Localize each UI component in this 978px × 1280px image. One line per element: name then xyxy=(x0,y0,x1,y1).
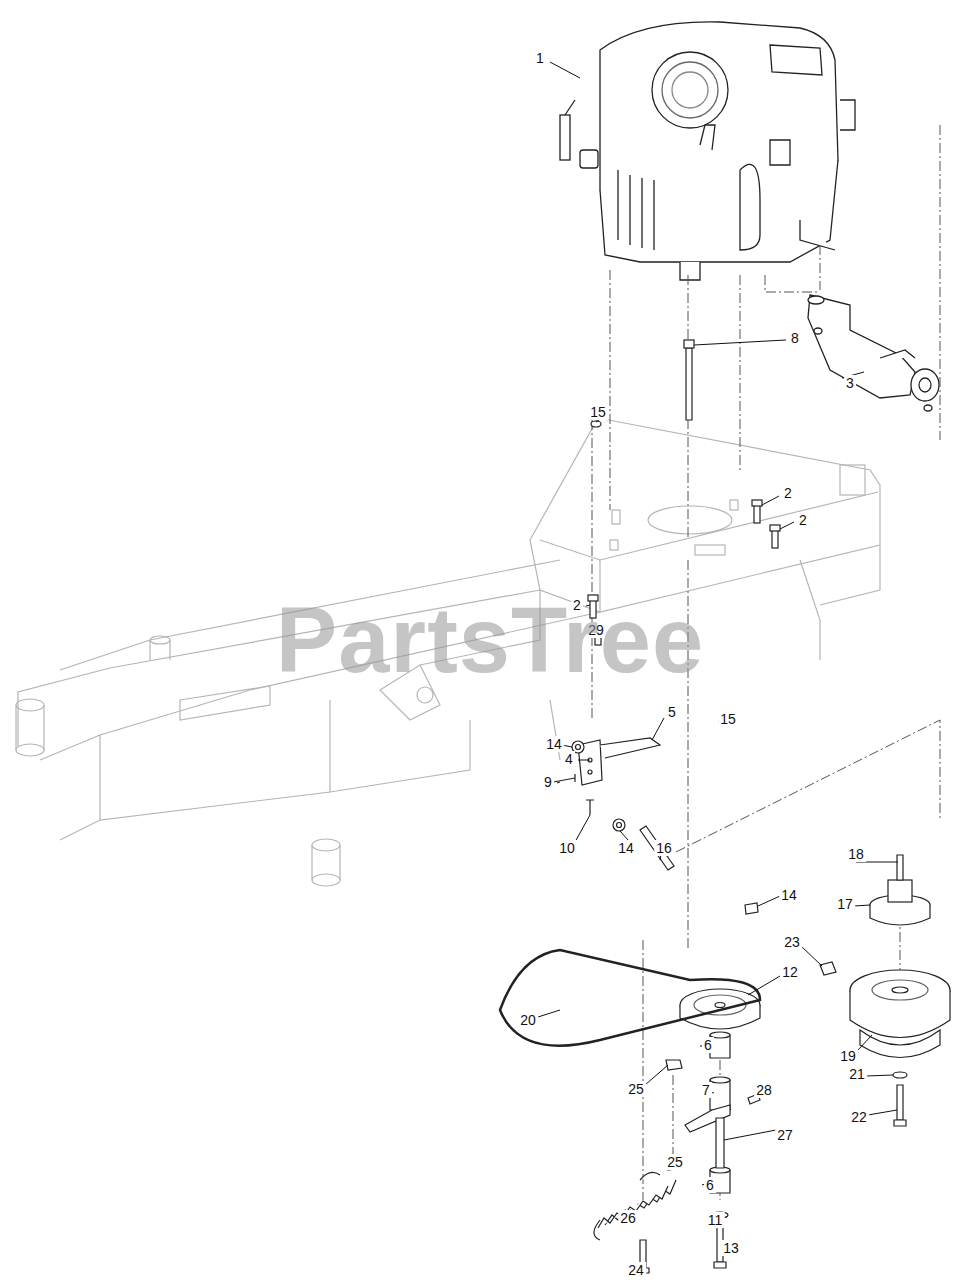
callout-number: 26 xyxy=(618,1210,638,1226)
callout-number: 25 xyxy=(626,1081,646,1097)
callout-number: 12 xyxy=(780,964,800,980)
callout-number: 6 xyxy=(704,1177,716,1193)
callout-number: 25 xyxy=(665,1154,685,1170)
callout-number: 6 xyxy=(702,1037,714,1053)
callout-number: 2 xyxy=(782,485,794,501)
callout-number: 15 xyxy=(718,711,738,727)
callout-number: 11 xyxy=(706,1212,725,1228)
callout-number: 21 xyxy=(847,1066,867,1082)
callout-number: 9 xyxy=(542,774,554,790)
callout-number: 15 xyxy=(588,404,608,420)
watermark: PartsTree xyxy=(276,588,704,693)
callout-number: 1 xyxy=(534,50,546,66)
callout-number: 19 xyxy=(838,1048,858,1064)
callout-number: 18 xyxy=(846,846,866,862)
callout-number: 7 xyxy=(700,1082,712,1098)
callout-number: 13 xyxy=(721,1240,741,1256)
callout-number: 2 xyxy=(797,512,809,528)
callout-number: 5 xyxy=(666,704,678,720)
callout-number: 20 xyxy=(518,1012,538,1028)
callout-number: 3 xyxy=(844,375,856,391)
callout-number: 14 xyxy=(616,840,636,856)
callout-number: 23 xyxy=(782,934,802,950)
callout-number: 14 xyxy=(779,887,799,903)
callout-number: 4 xyxy=(563,751,575,767)
callout-number: 16 xyxy=(654,840,674,856)
callout-number: 14 xyxy=(544,736,564,752)
callout-number: 28 xyxy=(754,1082,774,1098)
callout-number: 10 xyxy=(557,840,577,856)
callout-number: 24 xyxy=(626,1262,646,1278)
callout-number: 17 xyxy=(835,896,855,912)
callout-number: 8 xyxy=(789,330,801,346)
callout-number: 22 xyxy=(849,1109,869,1125)
callout-number: 27 xyxy=(775,1127,795,1143)
